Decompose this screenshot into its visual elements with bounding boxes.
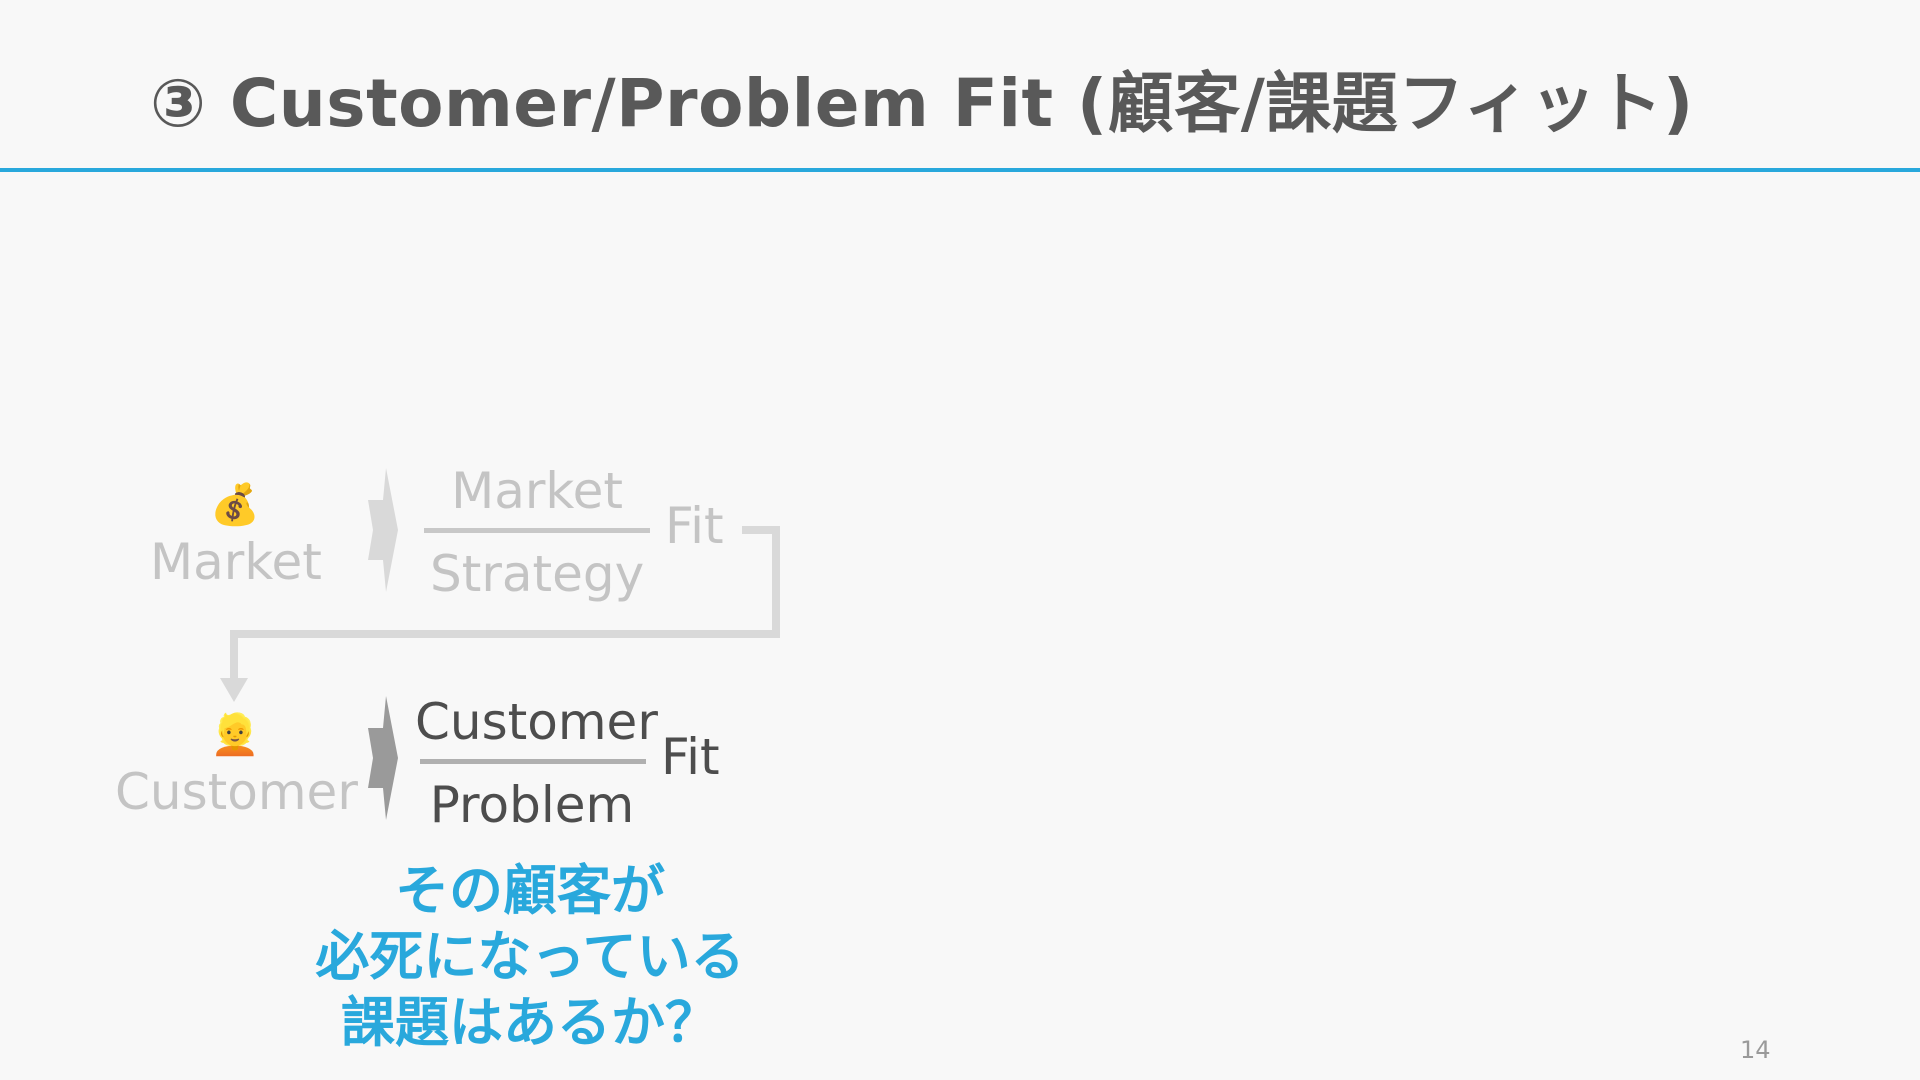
- question-line-3: 課題はあるか？: [341, 991, 719, 1054]
- page-number: 14: [1740, 1036, 1771, 1064]
- slide-title: ③ Customer/Problem Fit (顧客/課題フィット): [150, 65, 1694, 142]
- customer-left-label: Customer: [115, 763, 358, 821]
- money-bag-icon: 💰: [210, 482, 260, 528]
- key-question: その顧客が 必死になっている 課題はあるか？: [270, 858, 790, 1056]
- question-line-2: 必死になっている: [315, 925, 745, 988]
- customer-fit-label: Fit: [661, 728, 720, 786]
- market-fit-label: Fit: [665, 497, 724, 555]
- market-left-label: Market: [150, 533, 322, 591]
- customer-chevron-arrow: [368, 696, 398, 820]
- customer-numerator: Customer: [415, 693, 658, 751]
- market-chevron-arrow: [368, 468, 398, 592]
- flow-connector-arrowhead: [220, 678, 248, 702]
- question-line-1: その顧客が: [395, 859, 665, 922]
- flow-connector-line: [230, 526, 780, 680]
- person-face-icon: 👱: [210, 712, 260, 758]
- customer-denominator: Problem: [429, 776, 635, 834]
- title-underline: [0, 168, 1920, 172]
- market-numerator: Market: [451, 462, 623, 520]
- customer-fraction-line: [420, 759, 646, 764]
- market-fraction-line: [424, 528, 650, 533]
- market-denominator: Strategy: [430, 545, 645, 603]
